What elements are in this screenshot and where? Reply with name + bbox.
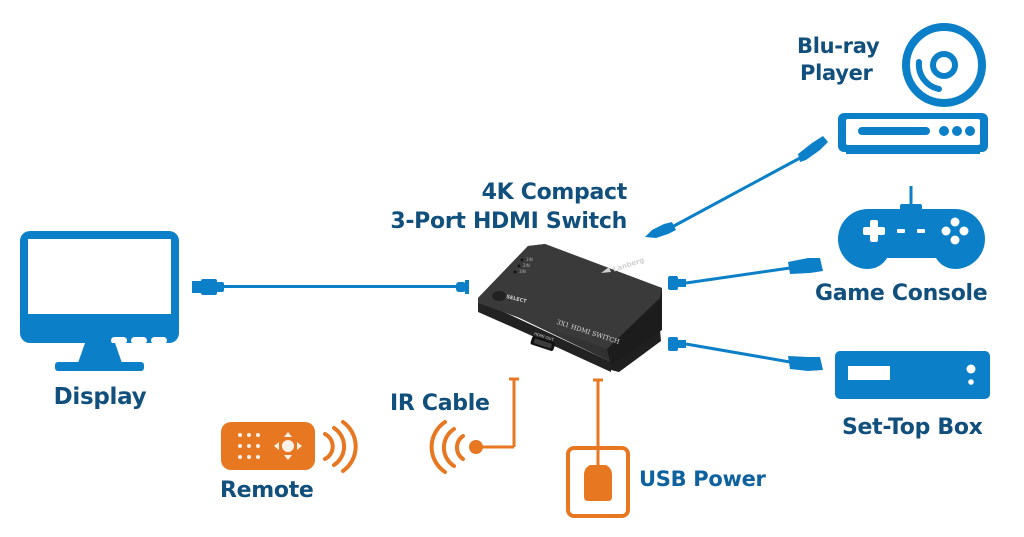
remote-control-icon	[221, 420, 358, 473]
bluray-label-line1: Blu-ray	[797, 34, 880, 58]
set-top-box-label: Set-Top Box	[842, 415, 983, 440]
device-led-3: 3IN	[519, 269, 526, 274]
ir-cable-label: IR Cable	[390, 391, 490, 416]
set-top-box-icon	[835, 351, 990, 399]
monitor-icon	[20, 231, 179, 371]
disc-player-icon	[838, 23, 988, 154]
product-title-line2: 3-Port HDMI Switch	[390, 209, 627, 234]
usb-power-label: USB Power	[639, 467, 766, 491]
game-console-label: Game Console	[815, 281, 988, 306]
usb-plug-icon	[566, 378, 630, 518]
device-led-1: 1IN	[526, 257, 533, 262]
ir-receiver-icon	[429, 377, 519, 474]
product-title: 4K Compact 3-Port HDMI Switch	[360, 178, 627, 236]
remote-label: Remote	[220, 478, 314, 503]
display-hdmi-cable	[192, 279, 469, 295]
device-select-button[interactable]	[492, 291, 506, 301]
set-top-box-hdmi-cable	[668, 337, 823, 371]
bluray-hdmi-cable	[645, 136, 828, 238]
gamepad-icon	[838, 186, 985, 269]
game-console-hdmi-cable	[668, 258, 823, 290]
bluray-label-line2: Player	[800, 61, 873, 85]
hdmi-switch-device	[478, 244, 662, 372]
display-label: Display	[53, 384, 147, 410]
device-led-2: 2IN	[523, 263, 530, 268]
product-title-line1: 4K Compact	[481, 180, 628, 205]
bluray-label: Blu-ray Player	[797, 33, 880, 87]
